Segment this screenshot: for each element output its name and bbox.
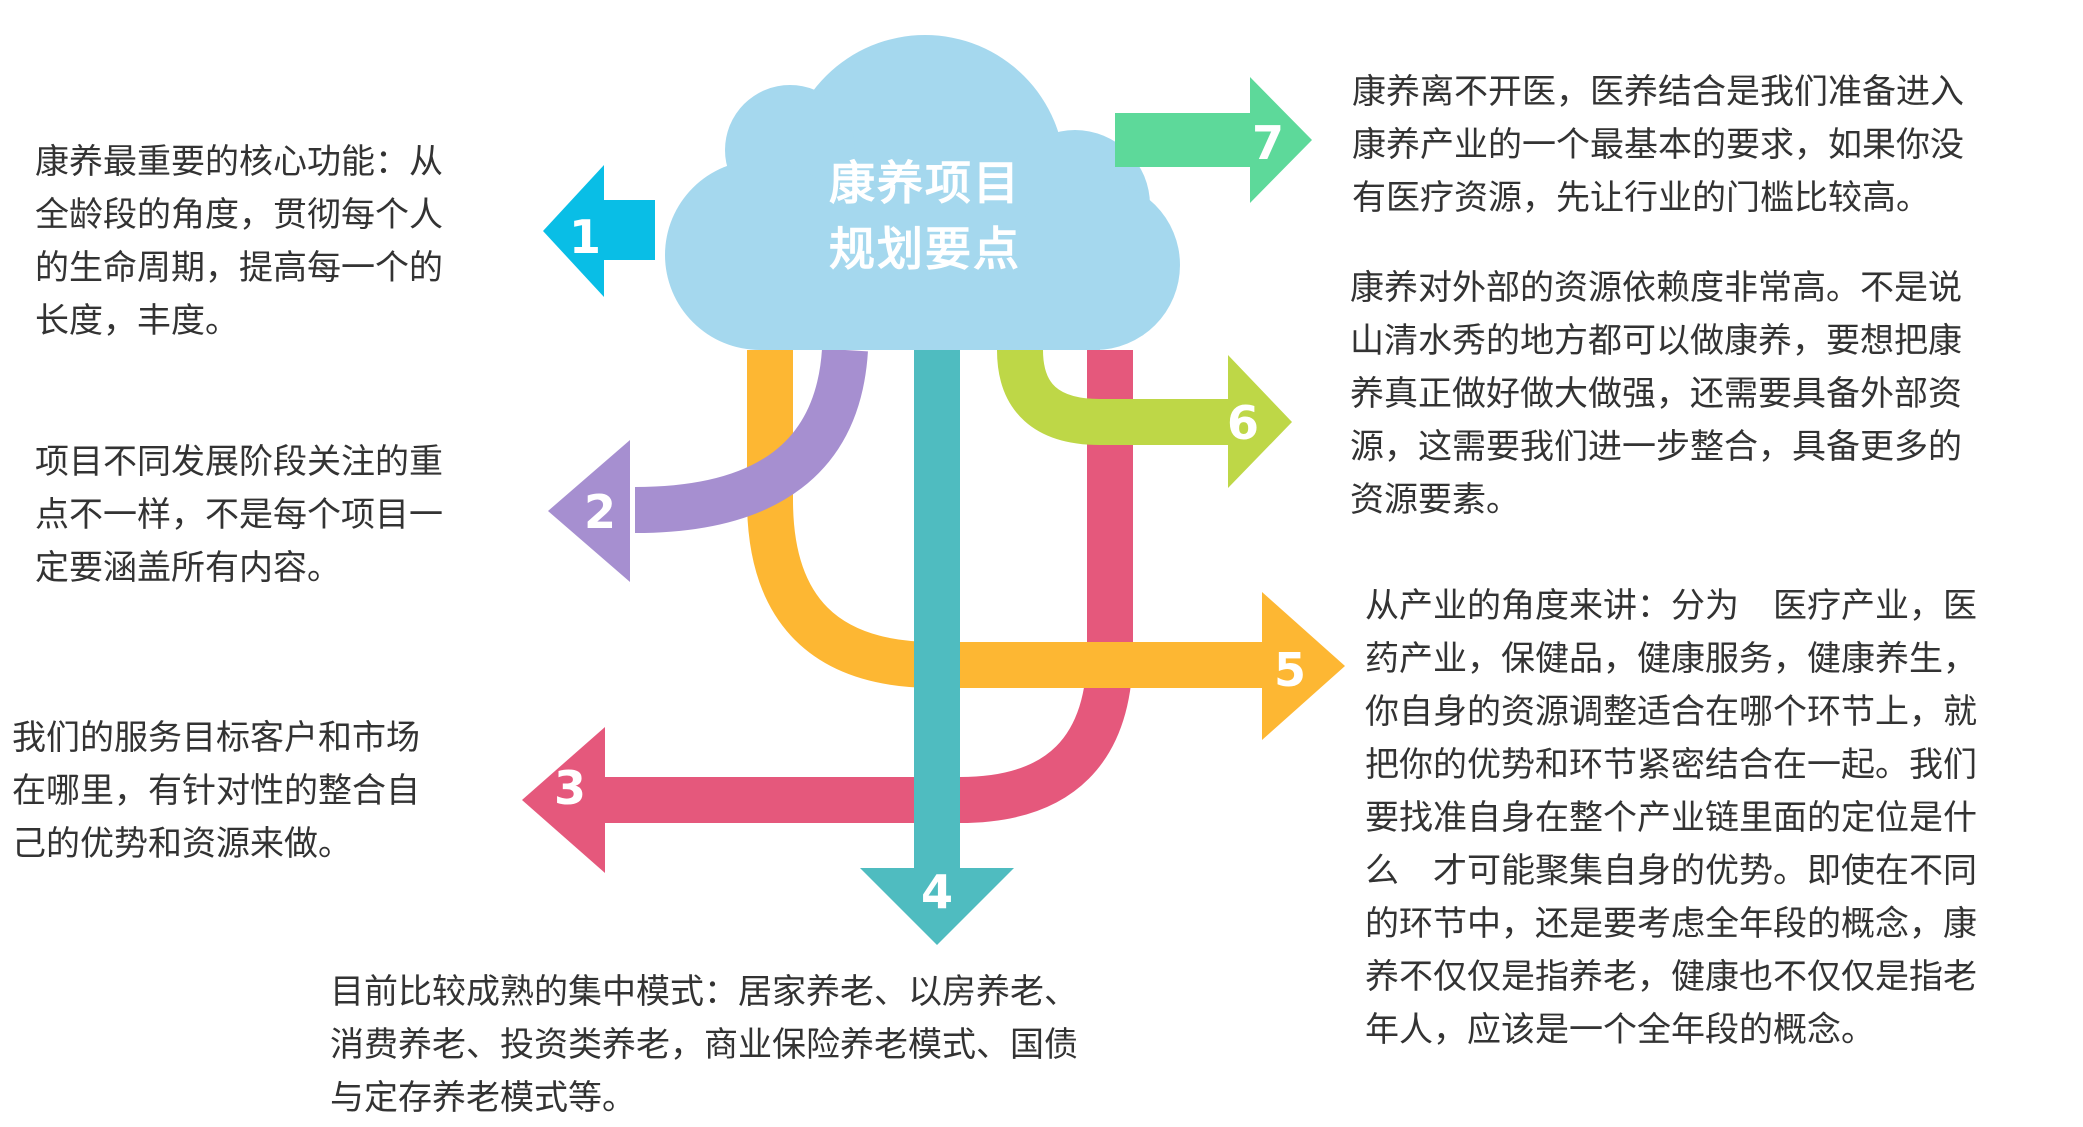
branch-6-text: 康养对外部的资源依赖度非常高。不是说 山清水秀的地方都可以做康养，要想把康 养真…: [1350, 268, 1962, 520]
center-cloud: [665, 35, 1180, 350]
branch-2-text: 项目不同发展阶段关注的重 点不一样，不是每个项目一 定要涵盖所有内容。: [35, 442, 443, 588]
branch-7-arrow: [1115, 77, 1312, 203]
branch-5-arrow: [747, 350, 1345, 740]
branch-7-number: 7: [1251, 116, 1284, 170]
branch-6-number: 6: [1226, 396, 1259, 450]
branch-1-number: 1: [568, 210, 601, 264]
branch-6-arrow: [997, 349, 1292, 488]
branch-4-text: 目前比较成熟的集中模式：居家养老、以房养老、 消费养老、投资类养老，商业保险养老…: [330, 972, 1078, 1118]
center-title: 康养项目 规划要点: [760, 150, 1090, 282]
branch-2-arrow: [548, 348, 868, 582]
branch-1-text: 康养最重要的核心功能：从 全龄段的角度，贯彻每个人 的生命周期，提高每一个的 长…: [35, 142, 443, 341]
branch-4-arrow: [860, 350, 1014, 945]
branch-7-text: 康养离不开医，医养结合是我们准备进入 康养产业的一个最基本的要求，如果你没 有医…: [1352, 72, 1964, 218]
center-title-line1: 康养项目: [829, 156, 1021, 210]
center-title-line2: 规划要点: [829, 222, 1021, 276]
branch-2-number: 2: [583, 485, 616, 539]
branch-3-text: 我们的服务目标客户和市场 在哪里，有针对性的整合自 己的优势和资源来做。: [12, 718, 420, 864]
branch-4-number: 4: [920, 865, 953, 919]
branch-5-text: 从产业的角度来讲：分为 医疗产业，医 药产业，保健品，健康服务，健康养生， 你自…: [1365, 586, 1977, 1050]
branch-1-arrow: [543, 165, 655, 297]
branch-5-number: 5: [1273, 643, 1306, 697]
branch-3-number: 3: [553, 761, 586, 815]
